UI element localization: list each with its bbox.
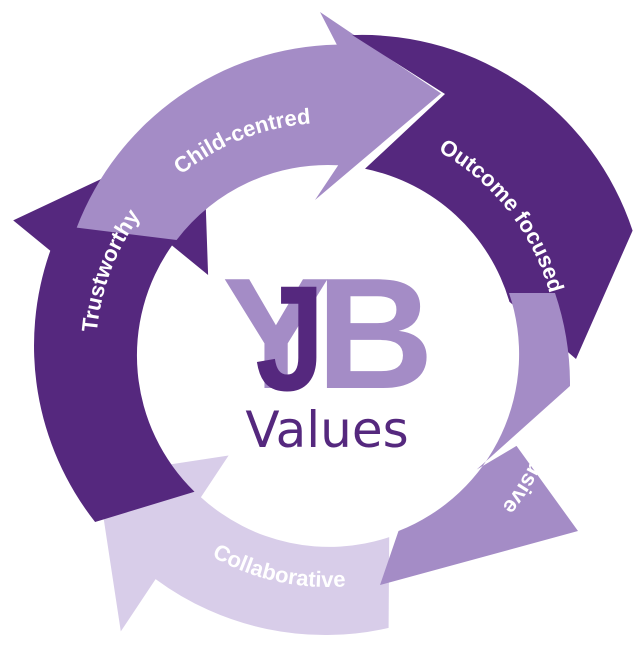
values-caption: Values bbox=[245, 401, 408, 459]
logo-letter-j: J bbox=[255, 254, 325, 422]
segment-collaborative-arrow bbox=[97, 455, 390, 636]
logo-letter-y: Y bbox=[222, 246, 330, 422]
segment-child-centred-arrow bbox=[76, 12, 441, 240]
segment-inclusive-arrow bbox=[380, 293, 578, 585]
segment-outcome-focused-arrow bbox=[352, 34, 633, 360]
yjb-logo: Y B J Values bbox=[222, 246, 434, 459]
ring-segments bbox=[13, 12, 633, 636]
logo-letter-b: B bbox=[316, 246, 434, 422]
